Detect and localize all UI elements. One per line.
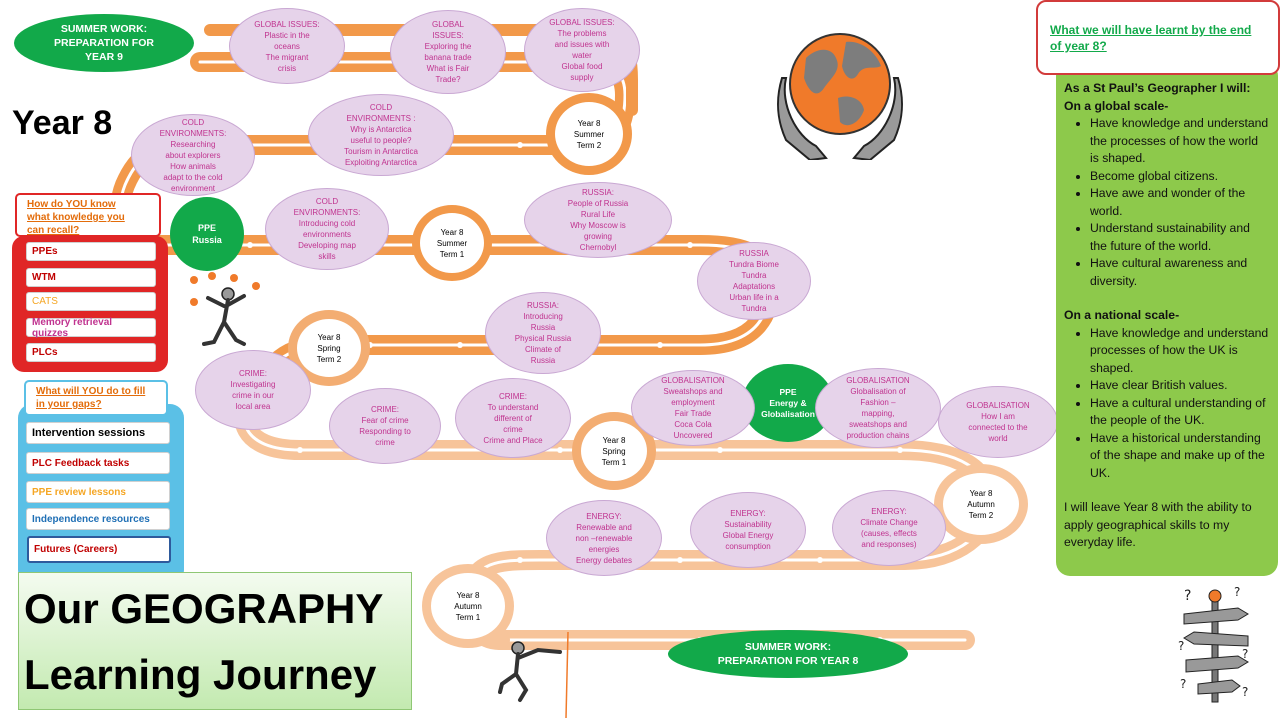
- recall-item-quizzes: Memory retrieval quizzes: [26, 317, 156, 339]
- globe-in-hands-icon: [776, 33, 904, 160]
- learnt-national-list: Have knowledge and understand processes …: [1064, 325, 1270, 483]
- topic-globalisation-connected: GLOBALISATION How I am connected to the …: [938, 386, 1058, 458]
- signpost-question-icon: ? ? ? ? ? ?: [1178, 585, 1249, 703]
- term-autumn-2: Year 8 Autumn Term 2: [934, 464, 1028, 544]
- svg-text:?: ?: [1180, 677, 1186, 691]
- topic-energy-climate-change: ENERGY: Climate Change (causes, effects …: [832, 490, 946, 566]
- learnt-national-item: Have a historical understanding of the s…: [1090, 430, 1270, 483]
- topic-global-issues-banana: GLOBAL ISSUES: Exploring the banana trad…: [390, 10, 506, 94]
- gaps-item-ppe-review: PPE review lessons: [26, 481, 170, 503]
- topic-cold-antarctica: COLD ENVIRONMENTS : Why is Antarctica us…: [308, 94, 454, 176]
- learnt-national-heading: On a national scale-: [1064, 308, 1180, 322]
- term-summer-1: Year 8 Summer Term 1: [412, 205, 492, 281]
- gaps-item-intervention: Intervention sessions: [26, 422, 170, 444]
- term-summer-2: Year 8 Summer Term 2: [546, 93, 632, 175]
- learnt-global-list: Have knowledge and understand the proces…: [1064, 115, 1270, 290]
- recall-item-cats: CATS: [26, 292, 156, 311]
- recall-question: How do YOU know what knowledge you can r…: [15, 193, 161, 237]
- learnt-global-item: Have cultural awareness and diversity.: [1090, 255, 1270, 290]
- topic-crime-fear: CRIME: Fear of crime Responding to crime: [329, 388, 441, 464]
- recall-item-ppes: PPEs: [26, 242, 156, 261]
- svg-text:?: ?: [1242, 685, 1248, 699]
- year-label: Year 8: [12, 104, 113, 142]
- gaps-question: What will YOU do to fill in your gaps?: [24, 380, 168, 416]
- learnt-intro: As a St Paul’s Geographer I will:: [1064, 81, 1251, 95]
- learnt-global-item: Understand sustainability and the future…: [1090, 220, 1270, 255]
- topic-global-issues-water: GLOBAL ISSUES: The problems and issues w…: [524, 8, 640, 92]
- learnt-closing: I will leave Year 8 with the ability to …: [1064, 500, 1252, 549]
- learnt-national-item: Have knowledge and understand processes …: [1090, 325, 1270, 378]
- topic-russia-people: RUSSIA: People of Russia Rural Life Why …: [524, 182, 672, 258]
- topic-cold-explorers: COLD ENVIRONMENTS: Researching about exp…: [131, 114, 255, 196]
- topic-global-issues-plastic: GLOBAL ISSUES: Plastic in the oceans The…: [229, 8, 345, 84]
- summer-work-year8-pill: SUMMER WORK: PREPARATION FOR YEAR 8: [668, 630, 908, 678]
- svg-text:?: ?: [1234, 585, 1240, 599]
- climber-figure-icon: [498, 631, 569, 719]
- topic-crime-local: CRIME: Investigating crime in our local …: [195, 350, 311, 430]
- page-title-line2: Learning Journey: [24, 651, 377, 698]
- summer-work-year9-pill: SUMMER WORK: PREPARATION FOR YEAR 9: [14, 14, 194, 72]
- topic-globalisation-sweatshops: GLOBALISATION Sweatshops and employment …: [631, 370, 755, 446]
- gaps-item-independence: Independence resources: [26, 508, 170, 530]
- topic-russia-intro: RUSSIA: Introducing Russia Physical Russ…: [485, 292, 601, 374]
- gaps-item-futures: Futures (Careers): [27, 536, 171, 563]
- learnt-panel: As a St Paul’s Geographer I will: On a g…: [1056, 62, 1278, 576]
- svg-text:?: ?: [1184, 588, 1191, 604]
- learnt-national-item: Have clear British values.: [1090, 377, 1270, 395]
- topic-globalisation-fashion: GLOBALISATION Globalisation of Fashion –…: [815, 368, 941, 448]
- learnt-heading: What we will have learnt by the end of y…: [1036, 0, 1280, 75]
- svg-text:?: ?: [1178, 639, 1184, 653]
- title-box: [18, 572, 412, 710]
- learnt-global-item: Have knowledge and understand the proces…: [1090, 115, 1270, 168]
- topic-cold-intro: COLD ENVIRONMENTS: Introducing cold envi…: [265, 188, 389, 270]
- recall-item-wtm: WTM: [26, 268, 156, 287]
- gaps-item-plc-feedback: PLC Feedback tasks: [26, 452, 170, 474]
- juggler-figure-icon: [190, 272, 260, 346]
- topic-crime-place: CRIME: To understand different of crime …: [455, 378, 571, 458]
- learnt-global-heading: On a global scale-: [1064, 98, 1169, 113]
- page-title-line1: Our GEOGRAPHY: [24, 585, 384, 632]
- learnt-national-item: Have a cultural understanding of the peo…: [1090, 395, 1270, 430]
- topic-energy-renewable: ENERGY: Renewable and non –renewable ene…: [546, 500, 662, 576]
- recall-item-plcs: PLCs: [26, 343, 156, 362]
- learnt-global-item: Become global citizens.: [1090, 168, 1270, 186]
- topic-russia-tundra: RUSSIA Tundra Biome Tundra Adaptations U…: [697, 242, 811, 320]
- term-autumn-1: Year 8 Autumn Term 1: [422, 564, 514, 648]
- svg-text:?: ?: [1242, 647, 1248, 661]
- ppe-russia-badge: PPE Russia: [170, 197, 244, 271]
- learnt-global-item: Have awe and wonder of the world.: [1090, 185, 1270, 220]
- topic-energy-sustainability: ENERGY: Sustainability Global Energy con…: [690, 492, 806, 568]
